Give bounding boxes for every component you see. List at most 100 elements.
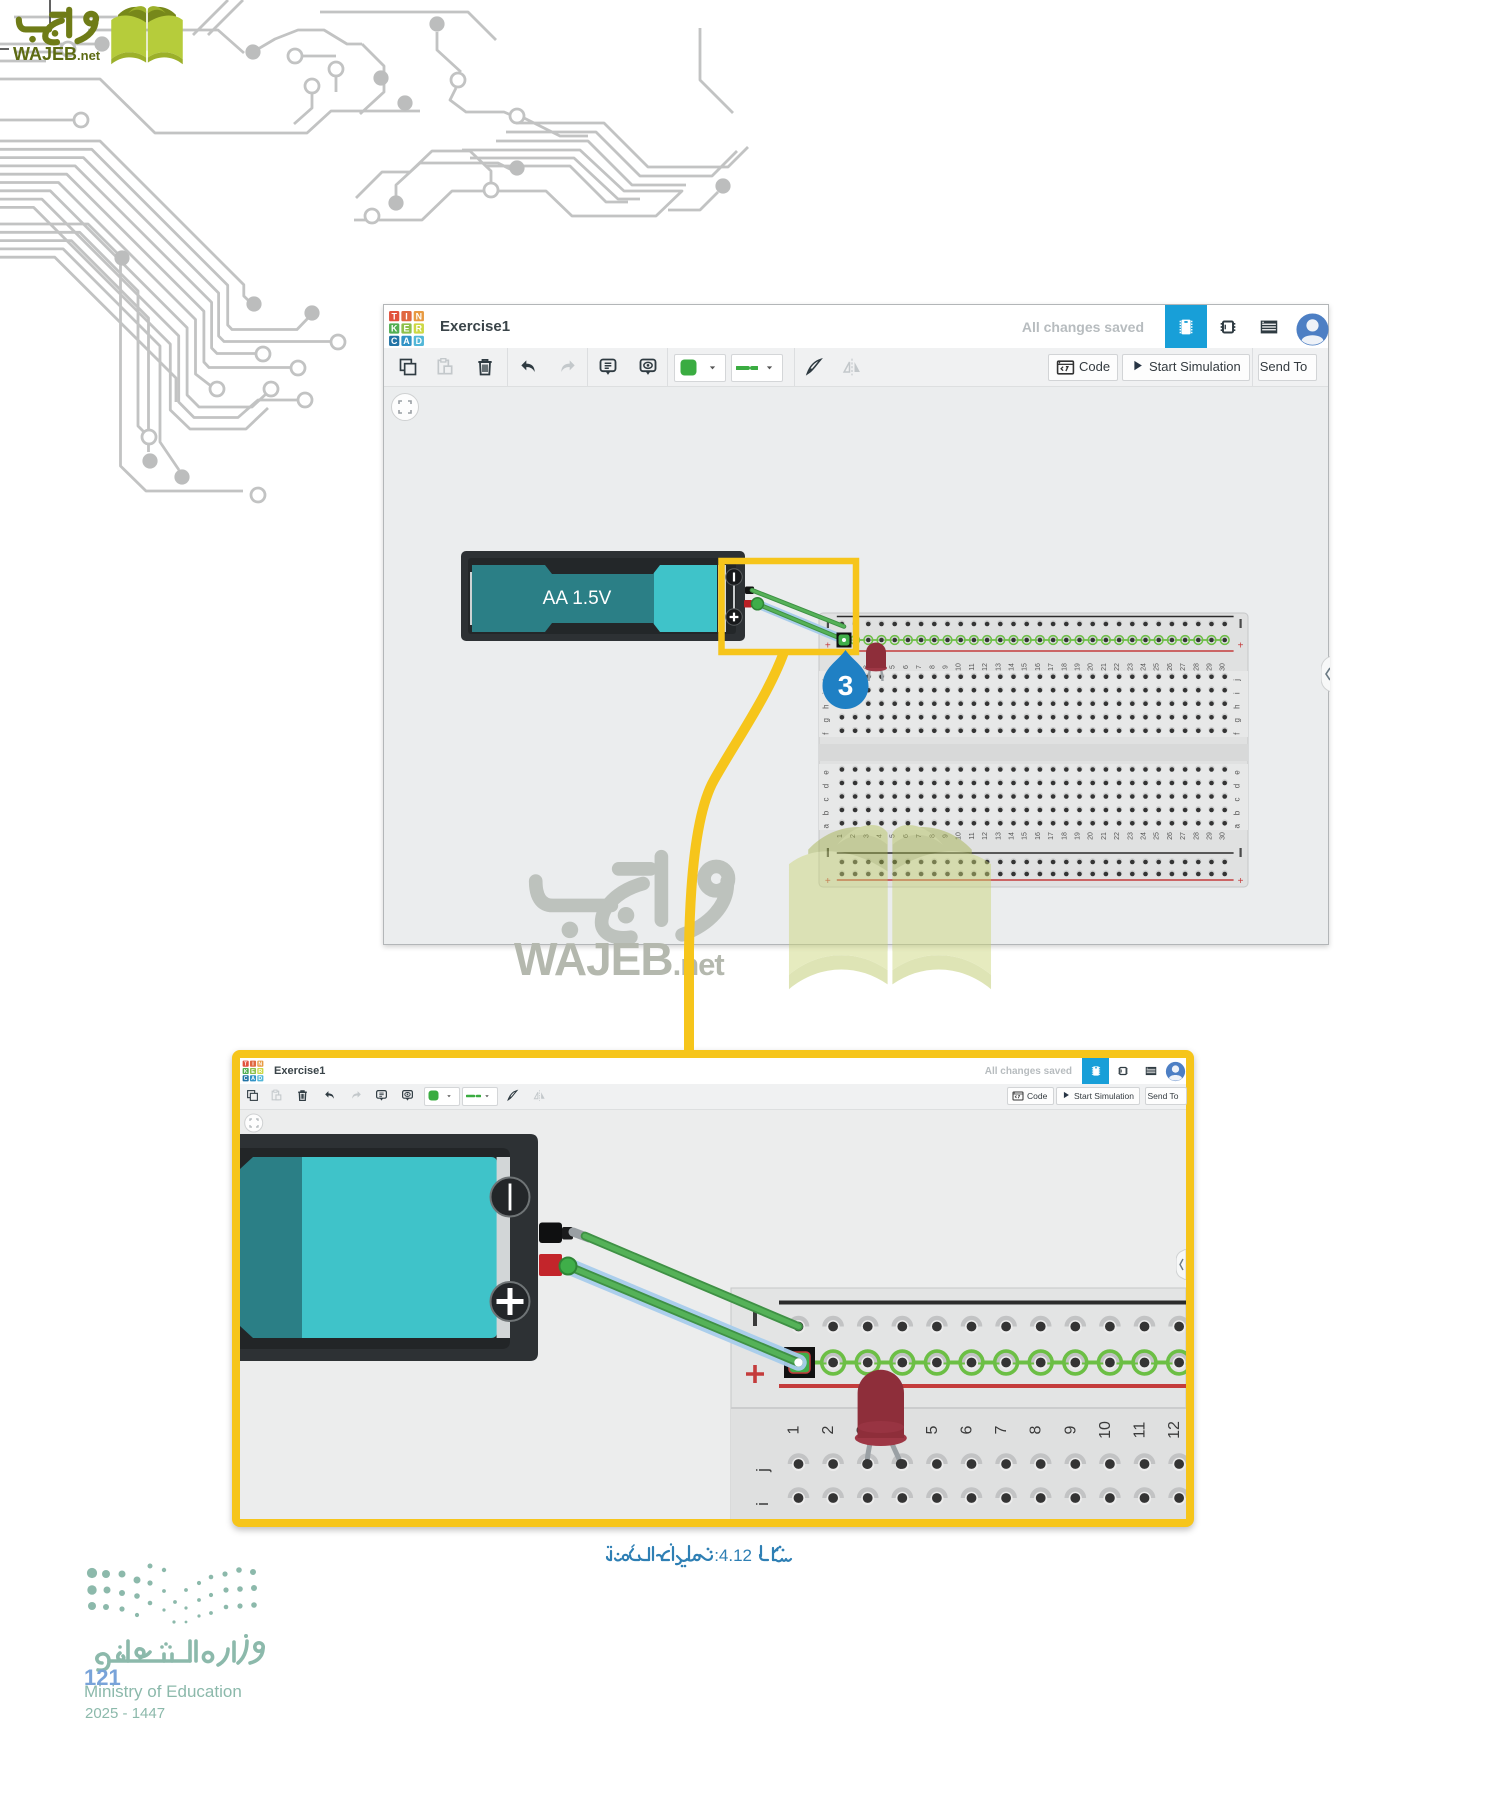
svg-text:11: 11 [969,663,976,670]
svg-text:26: 26 [1167,663,1174,671]
svg-text:d: d [1233,784,1242,788]
svg-text:30: 30 [1220,832,1227,840]
svg-text:N: N [415,311,421,321]
svg-text:A: A [403,336,410,346]
svg-text:8: 8 [1028,1425,1045,1434]
svg-text:18: 18 [1061,663,1068,671]
svg-text:+: + [1238,876,1244,887]
svg-text:6: 6 [903,665,910,669]
svg-text:16: 16 [1035,663,1042,671]
svg-text:i: i [753,1502,772,1506]
svg-text:25: 25 [1154,832,1161,840]
svg-text:E: E [403,323,409,333]
svg-text:9: 9 [943,834,950,838]
svg-text:f: f [1233,732,1242,735]
svg-text:19: 19 [1075,663,1082,671]
svg-text:12: 12 [982,832,989,840]
svg-text:h: h [1233,704,1242,708]
svg-text:30: 30 [1220,663,1227,671]
svg-text:b: b [822,810,831,815]
svg-text:c: c [822,798,831,802]
svg-text:h: h [822,704,831,708]
svg-text:g: g [822,718,831,722]
svg-text:1: 1 [837,834,844,838]
svg-text:27: 27 [1180,663,1187,671]
svg-text:5: 5 [890,834,897,838]
svg-text:d: d [822,784,831,788]
svg-text:19: 19 [1075,832,1082,840]
svg-text:R: R [415,323,422,333]
svg-text:C: C [243,1076,247,1082]
svg-text:20: 20 [1088,663,1095,671]
svg-text:23: 23 [1127,832,1134,840]
svg-text:2: 2 [850,834,857,838]
svg-text:AA 1.5V: AA 1.5V [543,588,612,609]
svg-text:24: 24 [1141,663,1148,671]
svg-text:10: 10 [956,832,963,840]
svg-text:N: N [258,1062,262,1068]
svg-text:15: 15 [1022,832,1029,840]
svg-text:a: a [1233,824,1242,829]
svg-text:I: I [252,1062,254,1068]
svg-text:T: T [244,1062,248,1068]
svg-text:+: + [825,641,831,652]
svg-text:25: 25 [1154,663,1161,671]
svg-text:R: R [258,1069,262,1075]
svg-text:21: 21 [1101,663,1108,671]
svg-text:24: 24 [1141,832,1148,840]
svg-text:20: 20 [1088,832,1095,840]
svg-text:5: 5 [890,665,897,669]
svg-text:K: K [390,323,397,333]
svg-text:c: c [1233,798,1242,802]
svg-text:3: 3 [863,834,870,838]
svg-text:e: e [1233,770,1242,775]
svg-text:18: 18 [1061,832,1068,840]
svg-text:14: 14 [1009,663,1016,671]
svg-text:22: 22 [1114,832,1121,840]
svg-text:23: 23 [1127,663,1134,671]
svg-text:10: 10 [956,663,963,671]
svg-text:K: K [243,1069,247,1075]
svg-text:16: 16 [1035,832,1042,840]
svg-text:5: 5 [924,1425,941,1434]
svg-text:7: 7 [916,834,923,838]
svg-text::4.12: :4.12 [714,1546,752,1565]
svg-text:22: 22 [1114,663,1121,671]
svg-text:11: 11 [1132,1422,1149,1439]
svg-text:+: + [1238,641,1244,652]
svg-text:E: E [251,1069,255,1075]
svg-text:6: 6 [903,834,910,838]
svg-text:17: 17 [1048,832,1055,840]
svg-text:12: 12 [982,663,989,671]
svg-text:j: j [753,1468,772,1473]
svg-text:8: 8 [929,834,936,838]
svg-text:6: 6 [959,1425,976,1434]
svg-text:9: 9 [1062,1425,1079,1434]
svg-text:3: 3 [838,670,854,701]
svg-text:28: 28 [1193,832,1200,840]
svg-text:10: 10 [1097,1421,1114,1439]
svg-text:29: 29 [1207,663,1214,671]
svg-text:7: 7 [993,1425,1010,1434]
svg-text:+: + [825,876,831,887]
svg-text:29: 29 [1207,832,1214,840]
svg-text:13: 13 [995,832,1002,840]
svg-text:4: 4 [877,834,884,838]
svg-text:26: 26 [1167,832,1174,840]
svg-text:D: D [258,1076,262,1082]
svg-text:15: 15 [1022,663,1029,671]
svg-text:D: D [415,336,422,346]
svg-text:j: j [1233,679,1242,682]
svg-text:g: g [1233,718,1242,722]
svg-text:13: 13 [995,663,1002,671]
svg-text:T: T [391,311,397,321]
svg-text:28: 28 [1193,663,1200,671]
svg-text:2: 2 [820,1425,837,1434]
svg-text:I: I [405,311,407,321]
svg-text:12: 12 [1166,1421,1183,1439]
svg-text:f: f [822,732,831,735]
svg-text:27: 27 [1180,832,1187,840]
svg-text:21: 21 [1101,832,1108,840]
svg-text:11: 11 [969,832,976,839]
svg-text:9: 9 [943,665,950,669]
